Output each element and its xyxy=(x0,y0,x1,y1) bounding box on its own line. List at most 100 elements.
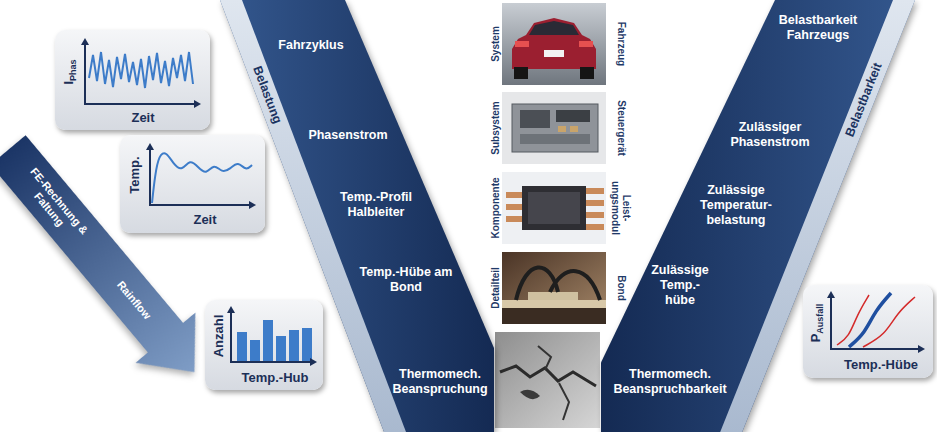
level-label: Komponente xyxy=(490,177,501,238)
bond-photo: DetailteilBond xyxy=(488,252,634,324)
text-group: Anzahl xyxy=(211,315,227,358)
text-group: Thermomech. Beanspruchbarkeit xyxy=(609,367,731,397)
arm-label: Zulässige Temp.- hübe xyxy=(651,263,709,307)
axis-label: Temp.-Hub xyxy=(242,370,309,385)
histogram-bar xyxy=(263,320,273,362)
text-group: Thermomech. Beanspruchung xyxy=(388,367,492,397)
fracture-photo-ground xyxy=(495,332,600,428)
text-group: Temp.-Profil Halbleiter xyxy=(326,190,426,220)
arm-label: Zulässiger Phasenstrom xyxy=(730,120,809,149)
axis-label: Zeit xyxy=(131,110,154,125)
histogram-bar xyxy=(289,330,299,362)
module-pin xyxy=(506,204,524,210)
module-pin xyxy=(584,224,604,230)
housing-part xyxy=(556,110,590,122)
axis-arrowhead xyxy=(310,358,317,366)
module-body xyxy=(522,186,586,230)
arm-label: Temp.-Profil Halbleiter xyxy=(340,190,412,219)
axis-label: Anzahl xyxy=(211,315,226,358)
housing-part xyxy=(520,134,590,144)
current-chart: IPhasZeit xyxy=(55,30,210,130)
text-group: Temp.-Hub xyxy=(242,370,309,386)
histogram-bar xyxy=(302,328,312,362)
text-group: Belastbarkeit Fahrzeugs xyxy=(768,13,868,43)
arm-label: Fahrzyklus xyxy=(278,38,343,52)
axis-label: Temp.-Hübe xyxy=(844,357,918,372)
level-label: Steuergerät xyxy=(616,100,627,156)
level-label: Fahrzeug xyxy=(616,22,627,66)
photo-ground xyxy=(502,172,606,244)
axis-arrowhead xyxy=(827,291,835,298)
axis-label: P xyxy=(808,334,823,343)
histogram-bar xyxy=(237,332,247,362)
text-group: Leist- ungsmodul xyxy=(610,174,632,242)
arm-label: Thermomech. Beanspruchung xyxy=(392,367,487,396)
control-unit-photo: Subsystem Steuergerät xyxy=(488,92,634,164)
car-body xyxy=(512,18,596,69)
axis-arrowhead xyxy=(249,201,256,209)
level-label: System xyxy=(490,26,501,62)
level-label: Bond xyxy=(616,275,627,301)
axis-label: I xyxy=(61,81,76,85)
failure-curve-bound xyxy=(863,297,915,347)
module-face xyxy=(528,192,580,224)
current-signal xyxy=(89,52,193,88)
car-light xyxy=(579,41,593,47)
histogram-bar xyxy=(276,336,286,362)
bond-photo-shape xyxy=(488,252,634,324)
photo-ground xyxy=(502,252,606,324)
fracture-photo xyxy=(495,332,600,428)
module-pin xyxy=(584,188,604,194)
temperature-signal xyxy=(152,153,252,203)
chart-axis xyxy=(85,44,195,104)
failure-curve xyxy=(849,293,891,347)
crack-void xyxy=(520,390,540,399)
control-unit-photo-shape xyxy=(488,92,634,164)
arm-label: Phasenstrom xyxy=(308,128,387,142)
text-group: Zulässige Temp.- hübe xyxy=(647,263,713,308)
text-group: System xyxy=(490,5,501,83)
text-group: Zeit xyxy=(131,110,154,126)
text-group: Phasenstrom xyxy=(298,128,398,143)
text-group: Subsystem xyxy=(490,94,501,162)
text-group: Fahrzeug xyxy=(616,5,627,83)
chart-axis xyxy=(831,297,919,349)
text-group: Temp. xyxy=(127,156,143,193)
bond-chip xyxy=(528,292,578,300)
arm-label: Temp.-Hübe am Bond xyxy=(360,265,453,294)
car-wheel xyxy=(580,67,594,79)
chart-axis xyxy=(150,149,250,205)
power-module-photo: Komponente Leist- ungsmodul xyxy=(488,172,634,244)
failure-chart: PAusfallTemp.-Hübe xyxy=(803,285,933,378)
temperature-chart: Temp. Zeit xyxy=(120,135,265,233)
bond-layer xyxy=(502,300,606,308)
level-label: Subsystem xyxy=(490,101,501,154)
histogram-bar xyxy=(250,340,260,362)
axis-arrowhead xyxy=(918,345,925,353)
text-group: Temp.-Hübe am Bond xyxy=(356,265,456,295)
axis-label: Zeit xyxy=(193,212,216,227)
car-plate xyxy=(544,50,564,57)
vehicle-photo: System Fahrzeug xyxy=(488,3,634,85)
crack-line xyxy=(559,383,569,420)
housing-part xyxy=(520,110,550,128)
histogram-chart: AnzahlTemp.-Hub xyxy=(205,300,323,390)
bond-layer xyxy=(502,308,606,324)
car-window xyxy=(529,21,579,35)
module-pin xyxy=(506,216,524,222)
photo-ground xyxy=(502,3,606,85)
housing-pin xyxy=(570,126,578,132)
text-group: Steuergerät xyxy=(616,94,627,162)
crack-line xyxy=(538,346,551,370)
module-pin xyxy=(506,192,524,198)
axis-arrowhead xyxy=(81,38,89,45)
axis-arrowhead xyxy=(194,100,201,108)
crack-line xyxy=(500,366,596,386)
text-group: IPhas xyxy=(61,59,79,84)
housing xyxy=(512,104,598,152)
arm-label: Zulässige Temperatur- belastung xyxy=(700,183,772,227)
text-group: Zulässiger Phasenstrom xyxy=(720,120,820,150)
photo-ground xyxy=(502,92,606,164)
module-pin xyxy=(584,200,604,206)
text-group: Komponente xyxy=(490,174,501,242)
